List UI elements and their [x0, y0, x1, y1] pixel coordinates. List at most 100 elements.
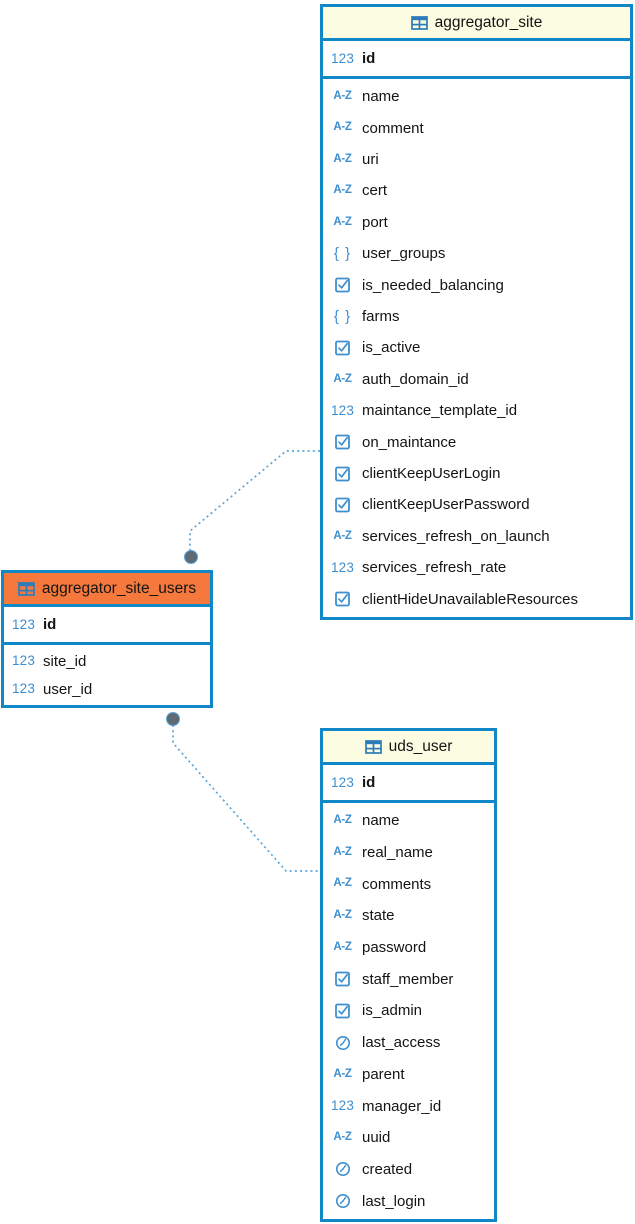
relation-site-users-to-uds-user: [166, 712, 321, 872]
string-type-icon: A-Z: [333, 529, 352, 542]
column-name: password: [362, 939, 427, 957]
column-row-is_needed_balancing[interactable]: is_needed_balancing: [323, 269, 630, 300]
column-row-auth_domain_id[interactable]: A-Z auth_domain_id: [323, 364, 630, 395]
column-row-state[interactable]: A-Z state: [323, 900, 494, 932]
column-name: clientKeepUserLogin: [362, 465, 501, 483]
column-name: uri: [362, 151, 379, 169]
column-row-last_login[interactable]: last_login: [323, 1185, 494, 1217]
column-row-manager_id[interactable]: 123 manager_id: [323, 1090, 494, 1122]
column-name: name: [362, 812, 400, 830]
numeric-type-icon: 123: [330, 50, 355, 66]
column-name: manager_id: [362, 1097, 442, 1115]
boolean-type-icon: [334, 497, 350, 513]
column-row-clientKeepUserPassword[interactable]: clientKeepUserPassword: [323, 489, 630, 520]
column-name: comments: [362, 875, 432, 893]
column-row-clientHideUnavailableResources[interactable]: clientHideUnavailableResources: [323, 584, 630, 615]
boolean-type-icon: [334, 1003, 350, 1019]
column-name: services_refresh_on_launch: [362, 527, 550, 545]
column-row-staff_member[interactable]: staff_member: [323, 963, 494, 995]
string-type-icon: A-Z: [333, 372, 352, 385]
numeric-type-icon: 123: [330, 403, 355, 419]
column-name: clientKeepUserPassword: [362, 496, 530, 514]
column-row-clientKeepUserLogin[interactable]: clientKeepUserLogin: [323, 458, 630, 489]
column-name: staff_member: [362, 970, 454, 988]
column-name: on_maintance: [362, 433, 457, 451]
column-row-user_id[interactable]: 123 user_id: [4, 675, 210, 703]
string-type-icon: A-Z: [333, 152, 352, 165]
datetime-type-icon: [335, 1162, 350, 1177]
column-row-uuid[interactable]: A-Z uuid: [323, 1122, 494, 1154]
relation-site-users-to-site: [184, 450, 320, 564]
string-type-icon: A-Z: [333, 121, 352, 134]
numeric-type-icon: 123: [11, 681, 36, 697]
column-name: services_refresh_rate: [362, 559, 507, 577]
column-name: created: [362, 1160, 413, 1178]
string-type-icon: A-Z: [333, 1130, 352, 1143]
column-name: auth_domain_id: [362, 370, 469, 388]
entity-title: uds_user: [388, 737, 453, 755]
column-name: state: [362, 907, 395, 925]
boolean-type-icon: [334, 466, 350, 481]
numeric-type-icon: 123: [330, 1098, 355, 1114]
boolean-type-icon: [334, 591, 350, 607]
column-row-is_active[interactable]: is_active: [323, 332, 630, 363]
relation-endpoint-dot: [166, 712, 180, 726]
relation-line[interactable]: [172, 725, 321, 872]
column-row-cert[interactable]: A-Z cert: [323, 175, 630, 206]
datetime-type-icon: [335, 1194, 350, 1209]
column-name: user_id: [43, 680, 93, 698]
string-type-icon: A-Z: [333, 909, 352, 922]
column-name: real_name: [362, 844, 433, 862]
column-row-user_groups[interactable]: { }user_groups: [323, 238, 630, 269]
column-name: user_groups: [362, 245, 446, 263]
entity-title: aggregator_site_users: [41, 579, 197, 597]
entity-header[interactable]: aggregator_site: [323, 7, 630, 41]
entity-header[interactable]: uds_user: [323, 731, 494, 765]
relation-endpoint-dot: [184, 550, 198, 564]
column-row-on_maintance[interactable]: on_maintance: [323, 426, 630, 457]
column-name: uuid: [362, 1129, 391, 1147]
column-name: last_login: [362, 1192, 426, 1210]
boolean-type-icon: [334, 340, 350, 356]
column-row-is_admin[interactable]: is_admin: [323, 995, 494, 1027]
column-name: clientHideUnavailableResources: [362, 590, 578, 608]
column-row-services_refresh_on_launch[interactable]: A-Z services_refresh_on_launch: [323, 521, 630, 552]
relation-line[interactable]: [189, 450, 320, 551]
boolean-type-icon: [334, 971, 350, 987]
column-name: is_needed_balancing: [362, 276, 504, 294]
numeric-type-icon: 123: [11, 616, 36, 632]
table-icon: [410, 15, 428, 30]
column-name: site_id: [43, 652, 87, 670]
string-type-icon: A-Z: [333, 184, 352, 197]
column-name: name: [362, 88, 400, 106]
column-row-farms[interactable]: { }farms: [323, 301, 630, 332]
column-row-created[interactable]: created: [323, 1154, 494, 1186]
column-name: cert: [362, 182, 388, 200]
entity-header[interactable]: aggregator_site_users: [4, 573, 210, 607]
column-row-uri[interactable]: A-Z uri: [323, 144, 630, 175]
column-row-last_access[interactable]: last_access: [323, 1027, 494, 1059]
table-icon: [18, 581, 35, 596]
